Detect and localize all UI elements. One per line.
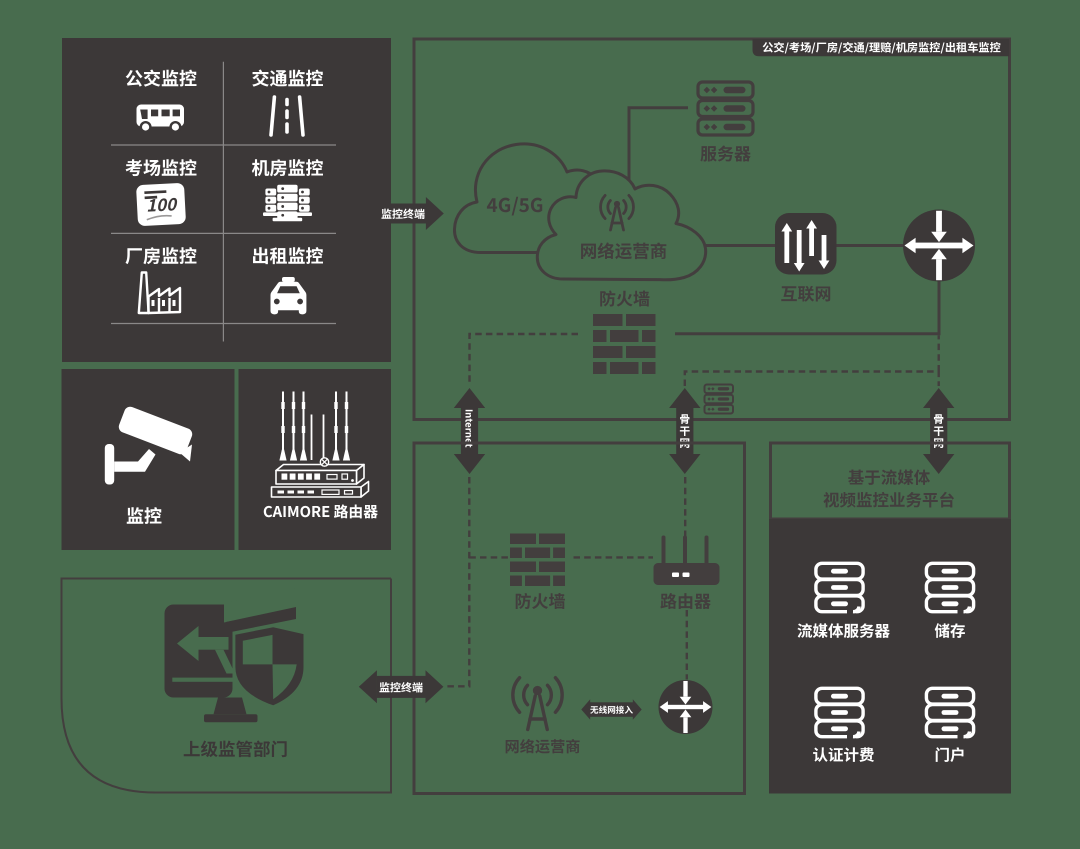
svg-text:骨: 骨 xyxy=(933,411,944,427)
svg-text:公交/考场/厂房/交通/理赔/机房监控/出租车监控: 公交/考场/厂房/交通/理赔/机房监控/出租车监控 xyxy=(762,40,1001,56)
svg-text:监控终端: 监控终端 xyxy=(379,679,423,695)
svg-text:干: 干 xyxy=(679,423,690,439)
svg-text:互联网: 互联网 xyxy=(781,280,832,305)
svg-text:骨: 骨 xyxy=(679,411,690,427)
svg-text:交通监控: 交通监控 xyxy=(252,65,324,91)
svg-text:防火墙: 防火墙 xyxy=(599,285,650,310)
svg-text:储存: 储存 xyxy=(934,620,965,642)
svg-text:认证计费: 认证计费 xyxy=(812,744,874,766)
svg-text:服务器: 服务器 xyxy=(700,140,751,165)
svg-text:防火墙: 防火墙 xyxy=(515,588,566,613)
svg-text:4G/5G: 4G/5G xyxy=(486,191,543,218)
svg-text:公交监控: 公交监控 xyxy=(125,65,197,91)
svg-text:基于流媒体: 基于流媒体 xyxy=(848,465,931,489)
svg-text:流媒体服务器: 流媒体服务器 xyxy=(797,620,891,642)
svg-text:无线网接入: 无线网接入 xyxy=(590,704,633,716)
svg-text:CAIMORE 路由器: CAIMORE 路由器 xyxy=(263,501,378,522)
svg-text:路由器: 路由器 xyxy=(660,588,711,613)
svg-text:监控终端: 监控终端 xyxy=(381,206,425,222)
svg-text:网络运营商: 网络运营商 xyxy=(505,735,581,757)
svg-text:100: 100 xyxy=(145,190,178,217)
svg-text:上级监管部门: 上级监管部门 xyxy=(183,736,288,761)
svg-text:机房监控: 机房监控 xyxy=(252,155,324,181)
svg-text:Internet: Internet xyxy=(463,409,477,448)
svg-text:门户: 门户 xyxy=(934,744,965,766)
svg-text:出租监控: 出租监控 xyxy=(252,243,324,269)
svg-text:考场监控: 考场监控 xyxy=(125,155,197,181)
svg-text:监控: 监控 xyxy=(126,503,162,529)
svg-text:视频监控业务平台: 视频监控业务平台 xyxy=(823,487,955,511)
svg-text:干: 干 xyxy=(933,423,944,439)
svg-text:网络运营商: 网络运营商 xyxy=(580,239,668,264)
svg-text:厂房监控: 厂房监控 xyxy=(125,243,197,269)
